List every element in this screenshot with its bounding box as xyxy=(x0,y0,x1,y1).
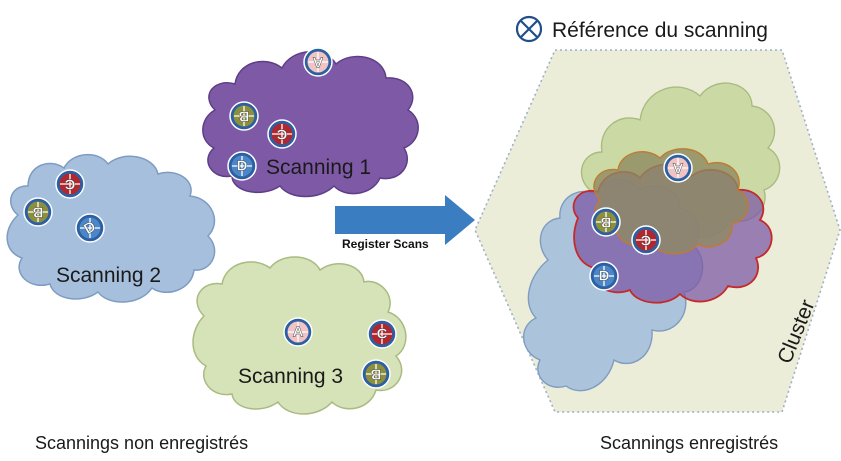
targets-layer: A B C D C B D A C B A B C D xyxy=(23,47,693,389)
target-crosshair xyxy=(234,106,254,126)
target-letter: D xyxy=(237,158,248,175)
target-crosshair xyxy=(272,124,292,144)
arrow-shape xyxy=(335,195,475,245)
target-letter: C xyxy=(640,232,651,249)
target-c-icon: C xyxy=(267,119,297,149)
target-d-icon: D xyxy=(75,213,105,243)
target-letter: B xyxy=(600,214,611,231)
target-a-icon: A xyxy=(303,47,333,77)
target-letter: B xyxy=(32,204,43,221)
legend: Référence du scanning xyxy=(515,15,768,43)
target-crosshair xyxy=(308,52,328,72)
target-crosshair xyxy=(28,202,48,222)
scanning-1-label: Scanning 1 xyxy=(266,156,371,179)
target-d-icon: D xyxy=(227,151,257,181)
target-b-icon: B xyxy=(361,359,391,389)
target-c-icon: C xyxy=(631,225,661,255)
target-b-icon: B xyxy=(23,197,53,227)
target-b-icon: B xyxy=(591,207,621,237)
target-letter: A xyxy=(672,160,683,177)
caption-registered: Scannings enregistrés xyxy=(600,433,778,453)
scan-reference-icon xyxy=(515,15,543,43)
target-letter: A xyxy=(312,54,323,71)
target-crosshair xyxy=(366,364,386,384)
register-scans-arrow: Register Scans xyxy=(335,195,475,251)
target-letter: C xyxy=(276,126,287,143)
scanning-2-label: Scanning 2 xyxy=(56,264,161,287)
legend-label: Référence du scanning xyxy=(552,19,768,42)
target-crosshair xyxy=(636,230,656,250)
target-b-icon: B xyxy=(229,101,259,131)
arrow-label: Register Scans xyxy=(342,237,429,251)
registered-cloud-olive xyxy=(593,148,749,255)
target-letter: C xyxy=(377,326,388,343)
target-letter: A xyxy=(293,324,304,341)
target-a-icon: A xyxy=(663,153,693,183)
target-crosshair xyxy=(594,266,614,286)
target-crosshair xyxy=(372,324,392,344)
scanning-3-label: Scanning 3 xyxy=(238,365,343,388)
target-crosshair xyxy=(288,322,308,342)
target-letter: D xyxy=(599,268,610,285)
target-crosshair xyxy=(668,158,688,178)
target-c-icon: C xyxy=(367,319,397,349)
target-a-icon: A xyxy=(283,317,313,347)
target-crosshair xyxy=(232,156,252,176)
target-crosshair xyxy=(80,218,100,238)
target-letter: B xyxy=(238,108,249,125)
target-d-icon: D xyxy=(589,261,619,291)
target-letter: C xyxy=(64,176,75,193)
target-letter: B xyxy=(370,366,381,383)
target-crosshair xyxy=(60,174,80,194)
caption-unregistered: Scannings non enregistrés xyxy=(35,433,248,453)
target-crosshair xyxy=(596,212,616,232)
target-c-icon: C xyxy=(55,169,85,199)
